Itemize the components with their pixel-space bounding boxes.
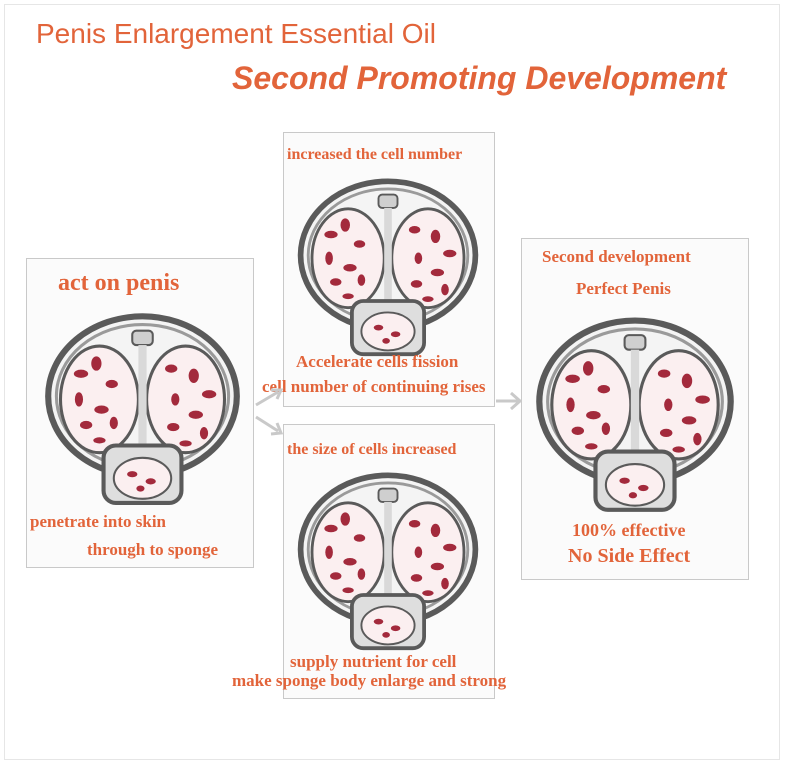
page-subtitle: Second Promoting Development	[232, 60, 727, 96]
panel-bottom-caption-line2: make sponge body enlarge and strong	[232, 671, 507, 690]
panel-right-heading-line2: Perfect Penis	[576, 279, 671, 298]
panel-bottom-caption-line1: supply nutrient for cell	[290, 652, 457, 671]
page-title: Penis Enlargement Essential Oil	[36, 18, 436, 49]
panel-top-caption-line2: cell number of continuing rises	[262, 377, 486, 396]
panel-right-caption-line1: 100% effective	[572, 520, 686, 540]
panel-left-heading: act on penis	[58, 270, 180, 296]
arrow-to-right-panel-icon	[496, 391, 523, 411]
panel-left-caption-line2: through to sponge	[87, 540, 218, 559]
panel-top-heading: increased the cell number	[287, 146, 463, 163]
panel-top-caption-line1: Accelerate cells fission	[296, 352, 459, 371]
panel-bottom-heading: the size of cells increased	[287, 441, 457, 458]
panel-left-caption-line1: penetrate into skin	[30, 512, 166, 531]
arrow-to-bottom-panel-icon	[255, 415, 284, 436]
arrow-to-top-panel-icon	[255, 388, 284, 407]
image-frame	[4, 4, 780, 760]
panel-right-caption-line2: No Side Effect	[568, 545, 691, 567]
cross-section-illustration	[297, 472, 479, 651]
cross-section-illustration	[45, 313, 240, 505]
cross-section-illustration	[536, 317, 734, 512]
cross-section-illustration	[297, 178, 479, 357]
panel-right-heading-line1: Second development	[542, 247, 691, 266]
